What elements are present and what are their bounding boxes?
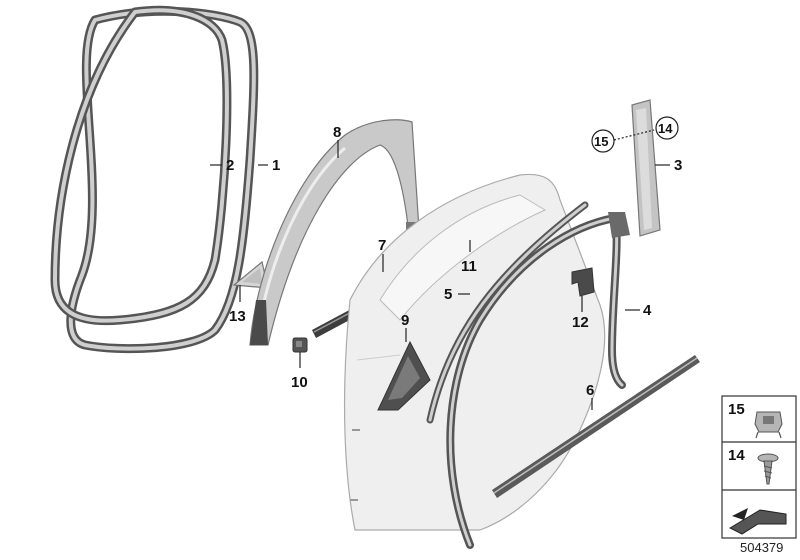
leader-lines bbox=[210, 129, 670, 410]
callout-2: 2 bbox=[226, 157, 234, 174]
fastener-legend: 15 14 bbox=[721, 395, 797, 539]
door-seal-inner-part-2[interactable] bbox=[50, 5, 232, 326]
callout-9: 9 bbox=[401, 312, 409, 329]
callout-8: 8 bbox=[333, 124, 341, 141]
legend-label-14: 14 bbox=[728, 447, 745, 464]
callout-14-circle bbox=[655, 116, 679, 140]
callout-6: 6 bbox=[586, 382, 594, 399]
callout-13: 13 bbox=[229, 308, 246, 325]
callout-3: 3 bbox=[674, 157, 682, 174]
callout-15: 15 bbox=[594, 134, 608, 149]
screw-icon[interactable] bbox=[757, 453, 779, 485]
callout-12: 12 bbox=[572, 314, 589, 331]
clip-part-10[interactable] bbox=[292, 337, 308, 353]
sill-strip-part-6[interactable] bbox=[492, 355, 700, 498]
bracket-part-12[interactable] bbox=[571, 267, 595, 297]
callout-7: 7 bbox=[378, 237, 386, 254]
callout-10: 10 bbox=[291, 374, 308, 391]
nut-clip-icon[interactable] bbox=[754, 411, 783, 439]
door-seal-outer-part-1[interactable] bbox=[66, 6, 259, 354]
b-pillar-trim-part-3[interactable] bbox=[631, 99, 661, 237]
callout-15-circle bbox=[591, 129, 615, 153]
callout-labels: 1 2 3 4 5 6 7 8 9 10 11 12 13 15 14 bbox=[226, 116, 682, 399]
belt-molding-part-5[interactable] bbox=[426, 201, 589, 424]
bracket-part-13[interactable] bbox=[232, 260, 269, 289]
legend-label-15: 15 bbox=[728, 401, 745, 418]
document-number: 504379 bbox=[740, 540, 783, 555]
mirror-triangle-part-9[interactable] bbox=[377, 340, 431, 411]
window-frame-seal-part-4[interactable] bbox=[446, 212, 630, 549]
callout-14: 14 bbox=[658, 121, 673, 136]
callout-4: 4 bbox=[643, 302, 652, 319]
door-shell bbox=[343, 173, 606, 531]
callout-5: 5 bbox=[444, 286, 452, 303]
callout-1: 1 bbox=[272, 157, 280, 174]
callout-11: 11 bbox=[461, 258, 477, 275]
direction-arrow-icon bbox=[728, 508, 787, 535]
